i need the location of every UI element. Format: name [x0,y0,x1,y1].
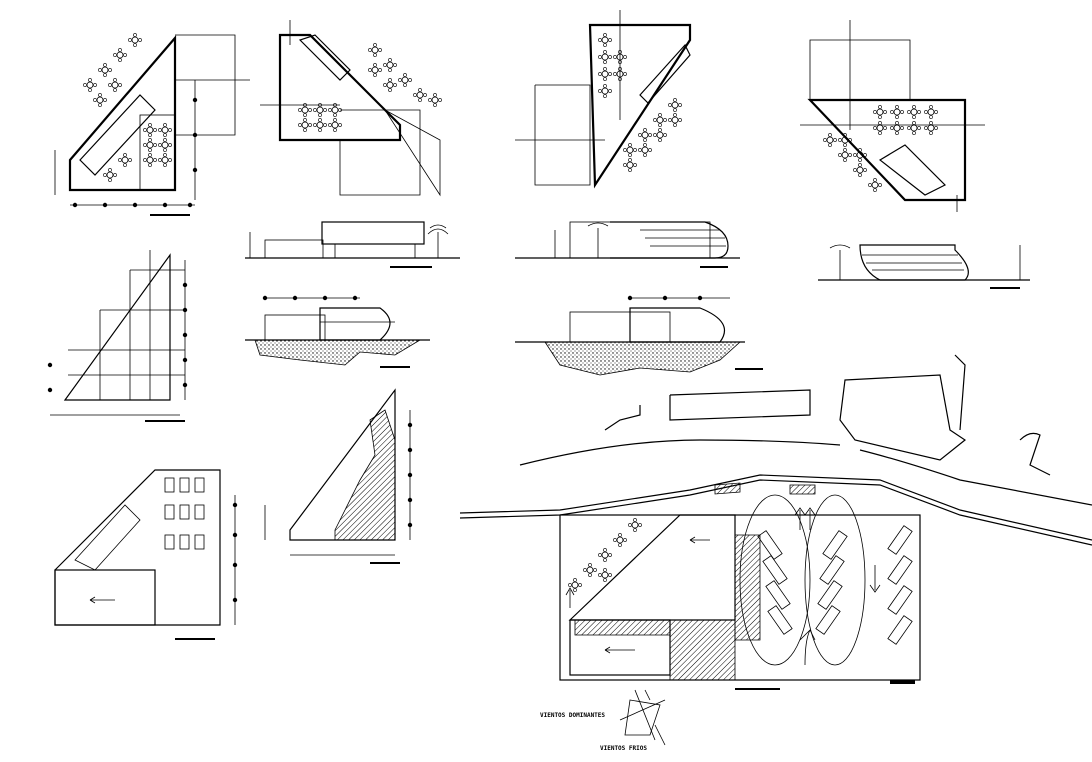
floor-plan-4 [800,20,985,212]
elevation-3 [818,244,1030,289]
structural-grid-plan [47,250,188,422]
floor-plan-1 [54,33,250,216]
elevation-1 [245,221,460,268]
foundation-plan [264,388,413,564]
elevation-2 [515,221,740,268]
wind-label-dominant: VIENTOS DOMINANTES [540,712,605,719]
site-plan [459,354,1092,690]
section-1 [245,295,430,368]
section-2 [515,295,763,376]
wind-diagram: VIENTOS DOMINANTES VIENTOS FRIOS [540,689,666,752]
wind-label-cold: VIENTOS FRIOS [600,745,647,752]
floor-plan-3 [515,10,692,189]
ground-floor-plan [54,469,238,640]
floor-plan-2 [260,20,443,197]
